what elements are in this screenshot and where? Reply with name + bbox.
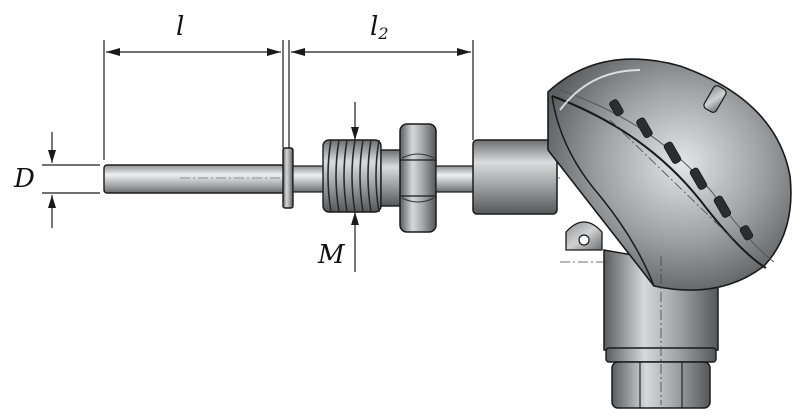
vent-plug — [703, 85, 727, 113]
dim-label-l2: l2 — [370, 14, 389, 42]
arrow-m-bottom — [351, 212, 359, 225]
hex-nut — [399, 123, 437, 233]
flange-washer — [282, 147, 294, 209]
rod-neck — [292, 165, 326, 193]
arrow-d-top — [48, 150, 56, 163]
head-diagonal-centerline — [609, 119, 737, 243]
arrow-l2-right — [457, 48, 471, 56]
threaded-fitting — [322, 139, 382, 213]
dim-label-m-text: M — [318, 240, 345, 270]
head-boss — [472, 139, 558, 215]
arrow-l-right — [267, 48, 281, 56]
extension-tube — [435, 165, 477, 193]
dim-label-d-text: D — [14, 164, 35, 194]
dim-label-l2-base: l — [370, 12, 379, 42]
arrow-l-left — [106, 48, 120, 56]
arrow-l2-left — [291, 48, 305, 56]
dimension-arrows — [48, 48, 471, 225]
dim-label-d: D — [14, 166, 35, 192]
dim-label-l2-subscript: 2 — [378, 24, 389, 43]
sensor-rod — [103, 164, 285, 194]
fitting-collar — [380, 149, 402, 207]
dim-label-l: l — [176, 14, 184, 40]
dim-label-l-text: l — [176, 12, 185, 42]
head-cover — [547, 58, 792, 291]
dim-label-m: M — [318, 242, 345, 268]
arrow-d-bottom — [48, 195, 56, 208]
mounting-ear — [565, 221, 603, 251]
arrow-m-top — [351, 127, 359, 140]
